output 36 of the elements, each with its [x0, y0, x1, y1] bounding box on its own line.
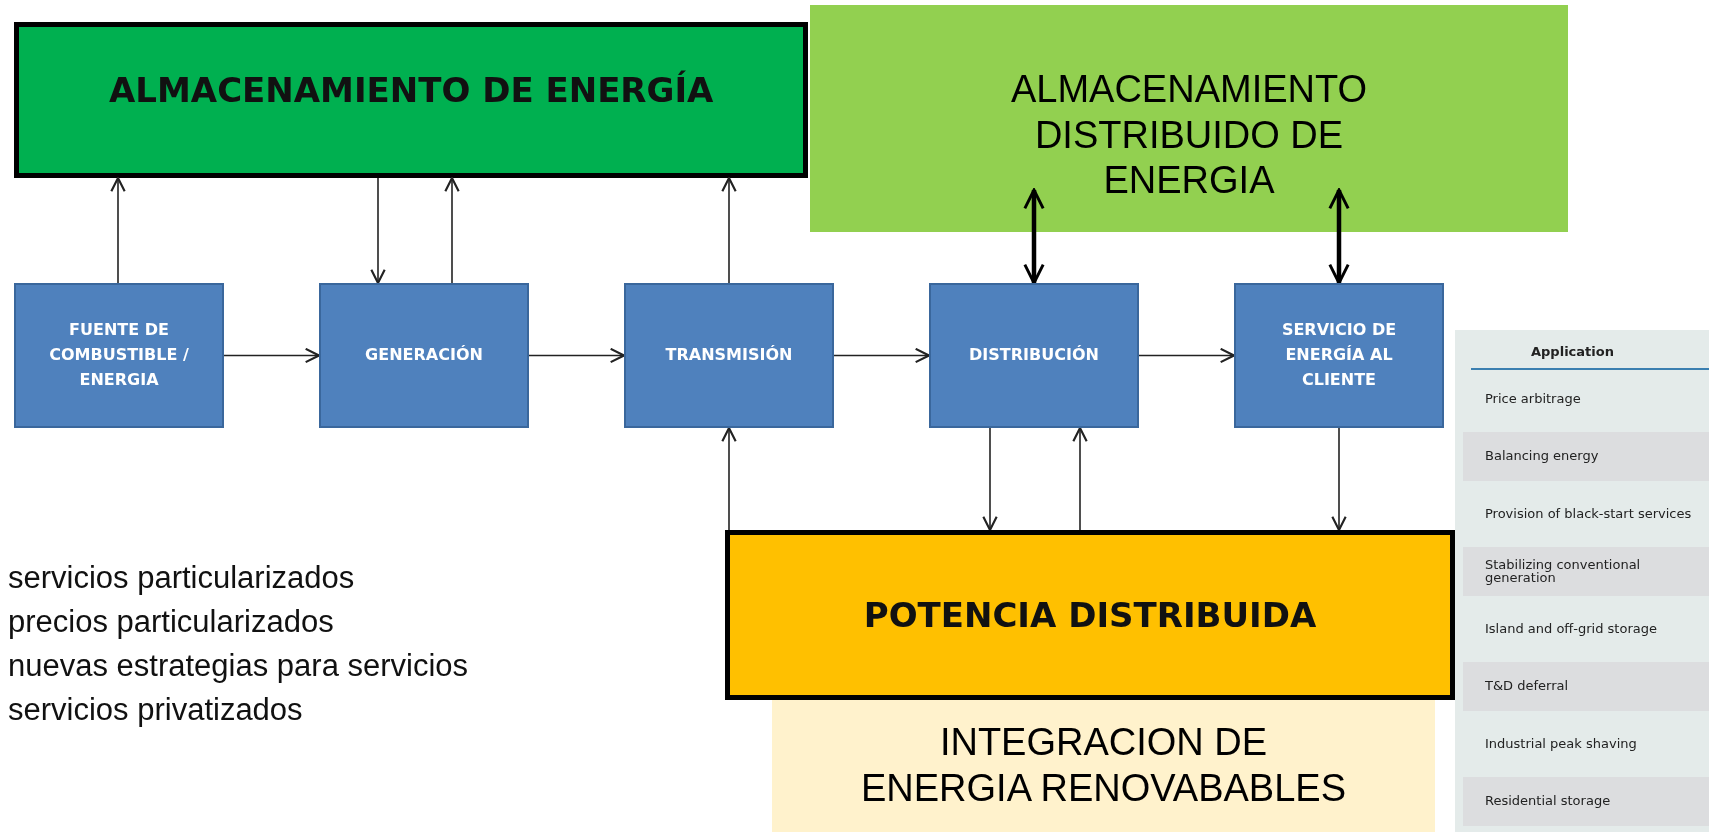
arrow — [1072, 426, 1088, 531]
table-cell: Balancing energy — [1463, 431, 1709, 481]
table-cell: Stabilizing conventional generation — [1463, 546, 1709, 596]
note-text: servicios particularizados — [8, 560, 355, 596]
process-box: DISTRIBUCIÓN — [929, 283, 1139, 428]
column-header: Application — [1471, 336, 1709, 370]
note-text: servicios privatizados — [8, 692, 303, 728]
arrow — [833, 347, 931, 364]
process-box: SERVICIO DE ENERGÍA AL CLIENTE — [1234, 283, 1444, 428]
arrow — [444, 176, 460, 284]
arrow — [110, 176, 126, 284]
arrow — [370, 177, 386, 285]
arrow — [1328, 188, 1350, 285]
arrow — [1138, 347, 1236, 364]
arrow — [721, 176, 737, 284]
storage-box: ALMACENAMIENTO DE ENERGÍA — [14, 22, 808, 178]
table-cell-text: Price arbitrage — [1484, 389, 1582, 408]
process-box: TRANSMISIÓN — [624, 283, 834, 428]
arrow — [1331, 427, 1347, 532]
table-cell: T&D deferral — [1463, 661, 1709, 711]
renewables-box: INTEGRACION DE ENERGIA RENOVABABLES — [772, 700, 1435, 832]
arrow — [1023, 188, 1045, 285]
table-cell: Residential storage — [1463, 776, 1709, 826]
note-text: precios particularizados — [8, 604, 334, 640]
table-cell-text: Industrial peak shaving — [1484, 734, 1638, 753]
note-text: nuevas estrategias para servicios — [8, 648, 469, 684]
arrow — [223, 347, 321, 364]
distributed-storage-box: ALMACENAMIENTO DISTRIBUIDO DE ENERGIA — [810, 5, 1568, 232]
process-box: FUENTE DE COMBUSTIBLE / ENERGIA — [14, 283, 224, 428]
process-box: GENERACIÓN — [319, 283, 529, 428]
distributed-power-box: POTENCIA DISTRIBUIDA — [725, 530, 1455, 700]
arrow — [982, 427, 998, 532]
arrow — [528, 347, 626, 364]
table-cell-text: Island and off-grid storage — [1484, 619, 1658, 638]
arrow — [721, 426, 737, 531]
table-cell-text: Provision of black-start services — [1484, 504, 1693, 523]
